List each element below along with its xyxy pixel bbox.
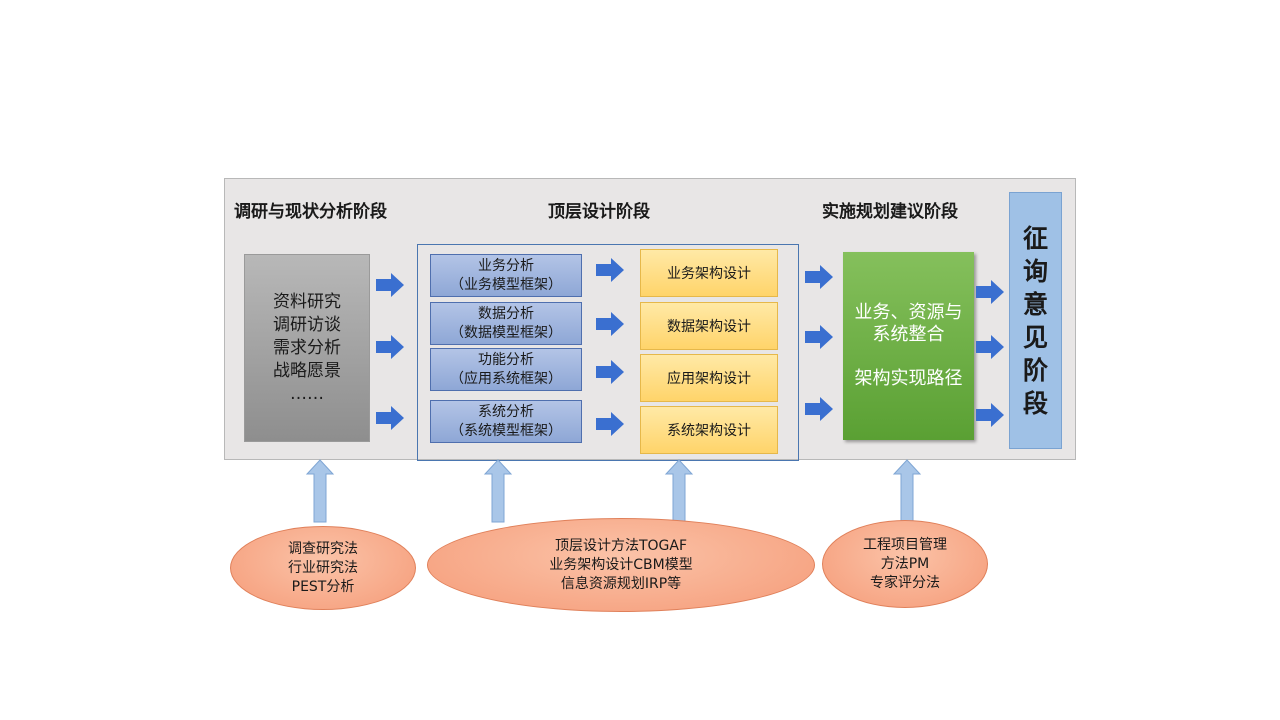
integration-line: 系统整合 [872, 324, 945, 345]
right-arrow-icon [976, 403, 1004, 427]
analysis-title: 系统分析 [478, 403, 534, 420]
consultation-char: 见 [1022, 322, 1048, 352]
right-arrow-icon [596, 258, 624, 282]
right-arrow-icon [376, 406, 404, 430]
method-line: 信息资源规划IRP等 [560, 575, 682, 592]
method-line: PEST分析 [291, 578, 355, 595]
up-arrow-icon [305, 459, 335, 523]
analysis-subtitle: （系统模型框架） [450, 422, 562, 439]
design-box-application: 应用架构设计 [640, 354, 778, 402]
research-line: 调研访谈 [273, 314, 341, 335]
up-arrow-icon [483, 459, 513, 523]
analysis-title: 数据分析 [478, 305, 534, 322]
consultation-char: 意 [1022, 289, 1048, 319]
method-line: 方法PM [880, 555, 930, 572]
consultation-char: 段 [1022, 388, 1048, 418]
method-ellipse-top-design: 顶层设计方法TOGAF 业务架构设计CBM模型 信息资源规划IRP等 [427, 518, 815, 612]
research-line: 需求分析 [273, 337, 341, 358]
integration-line: 业务、资源与 [854, 302, 963, 323]
top-design-frame [417, 244, 799, 461]
integration-line: 架构实现路径 [854, 368, 963, 389]
analysis-subtitle: （数据模型框架） [450, 324, 562, 341]
analysis-subtitle: （业务模型框架） [450, 276, 562, 293]
right-arrow-icon [805, 397, 833, 421]
method-ellipse-implementation: 工程项目管理 方法PM 专家评分法 [822, 520, 988, 608]
design-box-business: 业务架构设计 [640, 249, 778, 297]
implementation-stage-heading: 实施规划建议阶段 [822, 202, 958, 222]
right-arrow-icon [596, 412, 624, 436]
integration-box: 业务、资源与 系统整合 架构实现路径 [843, 252, 974, 440]
up-arrow-icon [892, 459, 922, 523]
method-line: 顶层设计方法TOGAF [554, 537, 688, 554]
research-line: 战略愿景 [273, 360, 341, 381]
analysis-box-business: 业务分析 （业务模型框架） [430, 254, 582, 297]
consultation-char: 阶 [1022, 355, 1048, 385]
analysis-subtitle: （应用系统框架） [450, 370, 562, 387]
method-line: 工程项目管理 [863, 536, 947, 553]
analysis-box-data: 数据分析 （数据模型框架） [430, 302, 582, 345]
right-arrow-icon [376, 273, 404, 297]
research-line: …… [290, 383, 324, 404]
method-line: 业务架构设计CBM模型 [549, 556, 693, 573]
consultation-stage-box: 征 询 意 见 阶 段 [1009, 192, 1062, 449]
analysis-box-system: 系统分析 （系统模型框架） [430, 400, 582, 443]
design-box-system: 系统架构设计 [640, 406, 778, 454]
right-arrow-icon [805, 325, 833, 349]
right-arrow-icon [596, 312, 624, 336]
method-line: 行业研究法 [288, 559, 358, 576]
analysis-title: 业务分析 [478, 257, 534, 274]
research-line: 资料研究 [273, 291, 341, 312]
method-ellipse-research: 调查研究法 行业研究法 PEST分析 [230, 526, 416, 610]
consultation-char: 征 [1022, 223, 1048, 253]
right-arrow-icon [976, 335, 1004, 359]
method-line: 调查研究法 [288, 540, 358, 557]
design-box-data: 数据架构设计 [640, 302, 778, 350]
top-design-stage-heading: 顶层设计阶段 [548, 202, 650, 222]
research-box: 资料研究 调研访谈 需求分析 战略愿景 …… [244, 254, 370, 442]
analysis-box-function: 功能分析 （应用系统框架） [430, 348, 582, 391]
analysis-title: 功能分析 [478, 351, 534, 368]
right-arrow-icon [805, 265, 833, 289]
consultation-char: 询 [1022, 256, 1048, 286]
right-arrow-icon [976, 280, 1004, 304]
right-arrow-icon [376, 335, 404, 359]
right-arrow-icon [596, 360, 624, 384]
up-arrow-icon [664, 459, 694, 523]
method-line: 专家评分法 [870, 574, 940, 591]
research-stage-heading: 调研与现状分析阶段 [234, 202, 387, 222]
